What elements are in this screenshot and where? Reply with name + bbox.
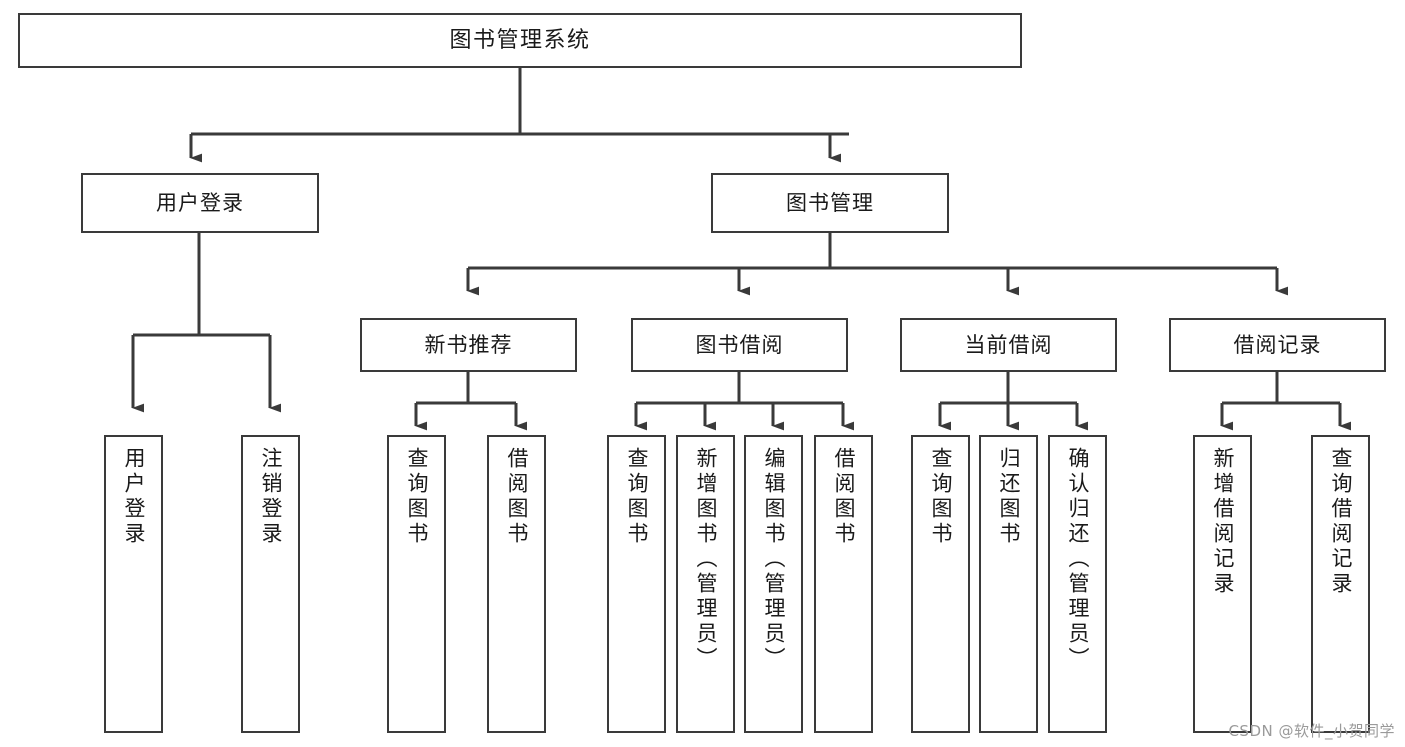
node-leaf-query-book-recommend[interactable]: 查询图书 <box>387 435 446 733</box>
node-leaf-query-book-current[interactable]: 查询图书 <box>911 435 970 733</box>
node-label: 借阅图书 <box>832 447 856 547</box>
node-leaf-logout-login[interactable]: 注销登录 <box>241 435 300 733</box>
node-label: 查询图书 <box>929 447 953 547</box>
watermark-text: CSDN @软件_小贺同学 <box>1228 722 1395 740</box>
node-label: 确认归还（管理员） <box>1066 447 1090 672</box>
node-leaf-query-borrow-record[interactable]: 查询借阅记录 <box>1311 435 1370 733</box>
node-label: 图书借阅 <box>695 332 784 357</box>
node-label: 归还图书 <box>997 447 1021 547</box>
node-label: 编辑图书（管理员） <box>762 447 786 672</box>
node-leaf-query-book-borrow[interactable]: 查询图书 <box>607 435 666 733</box>
node-borrow-record[interactable]: 借阅记录 <box>1169 318 1386 372</box>
node-current-borrow[interactable]: 当前借阅 <box>900 318 1117 372</box>
node-leaf-confirm-return-admin[interactable]: 确认归还（管理员） <box>1048 435 1107 733</box>
node-label: 用户登录 <box>156 190 244 215</box>
node-label: 新增图书（管理员） <box>694 447 718 672</box>
node-leaf-add-borrow-record[interactable]: 新增借阅记录 <box>1193 435 1252 733</box>
node-user-login[interactable]: 用户登录 <box>81 173 319 233</box>
node-label: 图书管理系统 <box>449 27 591 53</box>
node-label: 查询图书 <box>405 447 429 547</box>
node-leaf-return-book[interactable]: 归还图书 <box>979 435 1038 733</box>
node-label: 借阅图书 <box>505 447 529 547</box>
node-label: 借阅记录 <box>1233 332 1322 357</box>
node-label: 当前借阅 <box>964 332 1053 357</box>
node-leaf-add-book-admin[interactable]: 新增图书（管理员） <box>676 435 735 733</box>
node-root-book-management-system[interactable]: 图书管理系统 <box>18 13 1022 68</box>
node-label: 查询借阅记录 <box>1329 447 1353 597</box>
node-leaf-borrow-book-recommend[interactable]: 借阅图书 <box>487 435 546 733</box>
node-book-manage[interactable]: 图书管理 <box>711 173 949 233</box>
node-leaf-edit-book-admin[interactable]: 编辑图书（管理员） <box>744 435 803 733</box>
node-leaf-user-login[interactable]: 用户登录 <box>104 435 163 733</box>
node-label: 新增借阅记录 <box>1211 447 1235 597</box>
node-label: 注销登录 <box>259 447 283 547</box>
node-label: 新书推荐 <box>424 332 513 357</box>
node-book-borrow[interactable]: 图书借阅 <box>631 318 848 372</box>
node-label: 查询图书 <box>625 447 649 547</box>
node-leaf-borrow-book[interactable]: 借阅图书 <box>814 435 873 733</box>
node-label: 图书管理 <box>786 190 874 215</box>
node-label: 用户登录 <box>122 447 146 547</box>
node-new-book-recommend[interactable]: 新书推荐 <box>360 318 577 372</box>
